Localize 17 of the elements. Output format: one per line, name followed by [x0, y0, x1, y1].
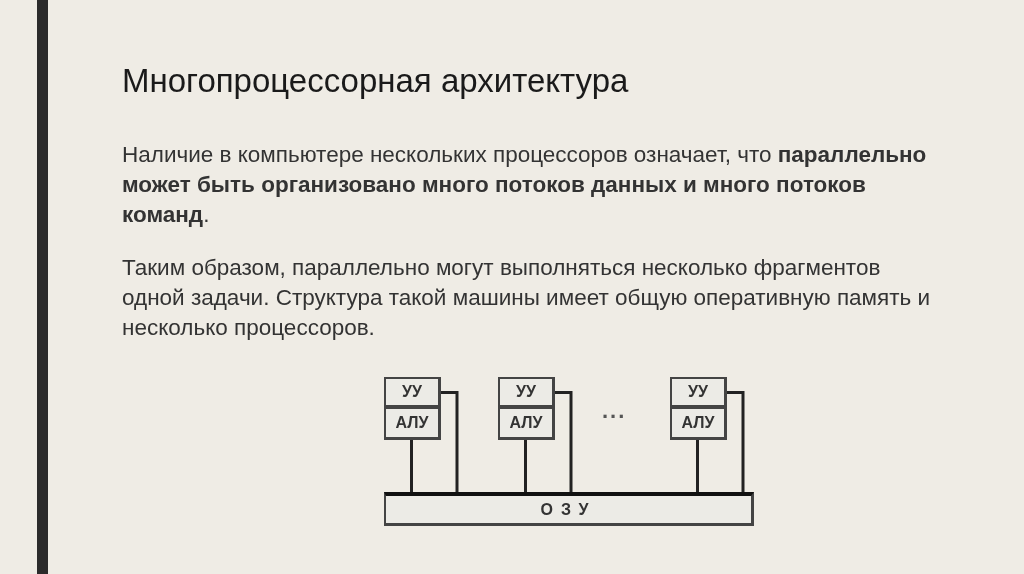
paragraph: Таким образом, параллельно могут выполняться несколько фрагментов одной задачи. Структура такой машины имеет общую оперативную память и несколько процессоров.	[122, 254, 932, 342]
connector-line	[410, 440, 413, 492]
paragraph: Наличие в компьютере нескольких процессоров означает, что параллельно может быть организовано много потоков данных и много потоков команд.	[122, 141, 928, 229]
ellipsis: ...	[602, 398, 627, 424]
connector-line	[555, 391, 573, 492]
control-unit-box: УУ	[670, 377, 727, 408]
slide-title: Многопроцессорная архитектура	[122, 62, 629, 100]
connector-line	[441, 391, 459, 492]
alu-box: АЛУ	[670, 407, 727, 440]
control-unit-box: УУ	[384, 377, 441, 408]
memory-box: ОЗУ	[384, 492, 754, 526]
connector-line	[524, 440, 527, 492]
alu-box: АЛУ	[498, 407, 555, 440]
connector-line	[727, 391, 745, 492]
alu-box: АЛУ	[384, 407, 441, 440]
control-unit-box: УУ	[498, 377, 555, 408]
connector-line	[696, 440, 699, 492]
